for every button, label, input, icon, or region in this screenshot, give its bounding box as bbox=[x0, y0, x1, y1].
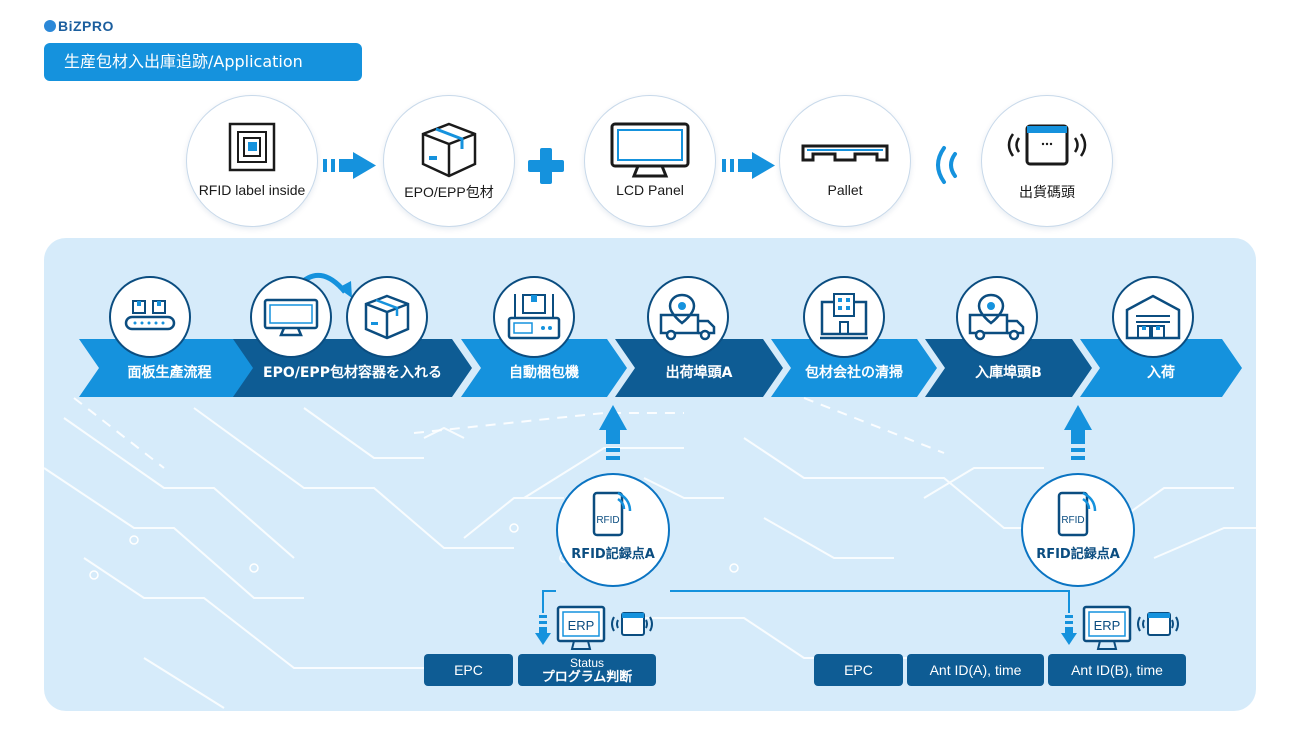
flow-step-label: 出荷埠頭A bbox=[665, 365, 733, 381]
rfid-point-a: RFID RFID記録点A bbox=[556, 473, 670, 587]
arrow-right-icon bbox=[323, 152, 376, 179]
erp-terminal-icon: ERP bbox=[1082, 605, 1179, 650]
truck-location-icon bbox=[659, 293, 716, 341]
flow-step-shape bbox=[925, 339, 1092, 397]
step-icon-monitor bbox=[250, 276, 332, 358]
step-icon-receiving-dock-b bbox=[956, 276, 1038, 358]
rfid-tag-text: RFID bbox=[1061, 515, 1084, 526]
brand-logo: BiZPRO bbox=[44, 18, 114, 34]
ant-b-box: Ant ID(B), time bbox=[1048, 654, 1186, 686]
down-arrow-icon bbox=[1061, 615, 1077, 645]
flow-step-label: 面板生產流程 bbox=[127, 365, 212, 381]
rfid-point-label: RFID記録点A bbox=[1036, 547, 1120, 562]
flow-step-label: 包材会社の清掃 bbox=[805, 365, 903, 381]
building-icon bbox=[820, 293, 868, 340]
flow-step-shape bbox=[461, 339, 627, 397]
truck-location-icon bbox=[968, 293, 1025, 341]
monitor-icon bbox=[610, 122, 690, 178]
wireless-signal-icon bbox=[936, 146, 957, 184]
top-item-lcd: LCD Panel bbox=[584, 95, 716, 227]
erp-label: ERP bbox=[568, 618, 595, 633]
logo-text: BiZPRO bbox=[58, 18, 114, 34]
page-title: 生産包材入出庫追跡/Application bbox=[44, 43, 362, 81]
top-item-pallet: Pallet bbox=[779, 95, 911, 227]
flow-step-shape bbox=[615, 339, 783, 397]
arrow-right-icon bbox=[722, 152, 775, 179]
top-item-label: 出貨碼頭 bbox=[1019, 184, 1075, 200]
plus-icon bbox=[528, 148, 564, 184]
curved-arrow-head bbox=[338, 281, 352, 298]
rfid-tag-icon bbox=[228, 122, 276, 172]
monitor-box-icon bbox=[263, 298, 319, 337]
erp-terminal-icon: ERP bbox=[556, 605, 653, 650]
flow-step-shape bbox=[1080, 339, 1242, 397]
rfid-reader-icon: RFID bbox=[592, 491, 632, 537]
flow-step-shape bbox=[771, 339, 937, 397]
step-icon-packing-machine bbox=[493, 276, 575, 358]
rfid-tag-text: RFID bbox=[596, 515, 619, 526]
top-item-rfid-label: RFID label inside bbox=[186, 95, 318, 227]
top-item-label: RFID label inside bbox=[198, 182, 306, 198]
box-icon bbox=[421, 122, 477, 178]
status-box: Status プログラム判断 bbox=[518, 654, 656, 686]
connector-line bbox=[542, 590, 1070, 613]
up-arrow-icon bbox=[599, 405, 627, 460]
top-item-label: Pallet bbox=[827, 182, 863, 198]
step-icon-shipping-dock-a bbox=[647, 276, 729, 358]
ant-a-box: Ant ID(A), time bbox=[907, 654, 1044, 686]
flow-step-label: EPO/EPP包材容器を入れる bbox=[263, 365, 442, 381]
packing-machine-icon bbox=[507, 294, 561, 340]
flow-step-label: 自動梱包機 bbox=[509, 365, 579, 381]
down-arrow-icon bbox=[535, 615, 551, 645]
step-icon-cleaning-company bbox=[803, 276, 885, 358]
up-arrow-icon bbox=[1064, 405, 1092, 460]
step-icon-box bbox=[346, 276, 428, 358]
status-program-line: プログラム判断 bbox=[541, 669, 633, 684]
flow-step-label: 入庫埠頭B bbox=[975, 365, 1042, 381]
box-icon bbox=[364, 294, 410, 340]
pallet-icon bbox=[801, 144, 889, 162]
top-item-label: EPO/EPP包材 bbox=[404, 184, 494, 200]
conveyor-icon bbox=[124, 300, 176, 331]
flow-step-shape bbox=[79, 339, 260, 397]
status-line: Status bbox=[569, 656, 605, 670]
rfid-point-b: RFID RFID記録点A bbox=[1021, 473, 1135, 587]
top-item-label: LCD Panel bbox=[616, 182, 684, 198]
rfid-point-label: RFID記録点A bbox=[571, 547, 655, 562]
top-item-shipping-dock: 出貨碼頭 bbox=[981, 95, 1113, 227]
warehouse-icon bbox=[1125, 294, 1181, 340]
erp-label: ERP bbox=[1094, 618, 1121, 633]
epc-box: EPC bbox=[424, 654, 513, 686]
top-item-box: EPO/EPP包材 bbox=[383, 95, 515, 227]
wireless-reader-icon bbox=[1007, 124, 1087, 166]
epc-box: EPC bbox=[814, 654, 903, 686]
logo-mark-icon bbox=[44, 20, 56, 32]
step-icon-production bbox=[109, 276, 191, 358]
rfid-reader-icon: RFID bbox=[1057, 491, 1097, 537]
flow-step-label: 入荷 bbox=[1147, 365, 1175, 381]
top-connectors bbox=[323, 146, 957, 184]
step-icon-arrival bbox=[1112, 276, 1194, 358]
